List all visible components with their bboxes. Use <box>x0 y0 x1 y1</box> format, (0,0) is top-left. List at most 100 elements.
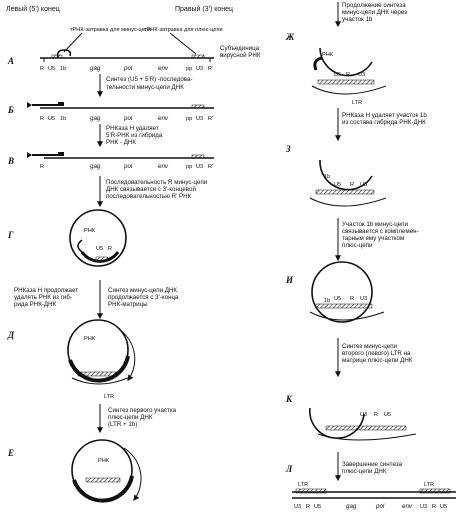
z-u3: U3 <box>360 182 367 188</box>
a-r: R <box>40 66 44 72</box>
g-r: R <box>108 246 112 252</box>
stage-letter-g: Г <box>7 230 14 240</box>
step3-line2: ДНК связывается с 3'-концевой <box>106 186 196 193</box>
step2-line1: РНКаза Н удаляет <box>106 125 159 132</box>
stage-g-ring <box>69 209 127 267</box>
stage-letter-b: Б <box>7 105 14 115</box>
stage-i-ring <box>309 261 385 323</box>
step1-line1: Синтез (U5 + 5'R) -последова- <box>106 76 193 83</box>
stage-letter-d: Д <box>7 330 15 340</box>
b-u5: U5 <box>48 116 55 122</box>
stage-b-genome <box>27 102 214 109</box>
step10-line1: Завершение синтеза <box>342 461 403 468</box>
stage-letter-l: Л <box>285 464 293 474</box>
v-rprime: R' <box>208 164 213 170</box>
step5-line3: (LTR + 1b) <box>108 421 137 428</box>
i-r: R <box>350 296 354 302</box>
v-u3: U3 <box>196 164 203 170</box>
step2-line2: 5'R-РНК из гибрида <box>106 132 163 139</box>
step7-line1: РНКаза Н удаляет участок 1b <box>342 112 427 119</box>
zh-r: R <box>346 72 350 78</box>
z-u5: U5 <box>334 182 341 188</box>
step3-line1: Последовательность R минус-цепи <box>106 179 208 186</box>
l-gag: gag <box>346 503 357 510</box>
stage-letter-a: А <box>7 56 14 66</box>
a-pol: pol <box>123 65 133 72</box>
b-pol: pol <box>123 115 133 122</box>
trna-primer-plus-label: тРНК-затравка для плюс-цепи <box>144 27 223 33</box>
stage-letter-k: К <box>285 394 293 404</box>
trna-primer-minus-label: тРНК-затравка для минус-цепи <box>70 27 151 33</box>
v-r: R <box>40 164 44 170</box>
i-u3: U3 <box>360 296 367 302</box>
zh-rnk: РНК <box>322 52 334 58</box>
subunit-label-1: Субъединица <box>220 45 260 52</box>
stage-z-ring <box>309 159 387 207</box>
step4a-line3: рида РНК-ДНК <box>14 301 57 308</box>
stage-letter-z: З <box>285 144 291 154</box>
a-u3: U3 <box>196 66 203 72</box>
b-rprime: R' <box>208 116 213 122</box>
stage-zh-ring <box>311 47 387 95</box>
stage-l-final-dna <box>292 488 456 499</box>
l-r: R <box>306 504 310 510</box>
g-u5: U5 <box>96 246 103 252</box>
k-u5: U5 <box>384 412 391 418</box>
stage-letter-i: И <box>285 275 294 285</box>
step2-line3: РНК - ДНК <box>106 139 136 146</box>
l-pol: pol <box>375 503 385 510</box>
step6-line2: минус-цепи ДНК через <box>342 9 407 16</box>
step3-line3: последовательностью R' РНК <box>106 193 192 200</box>
step5-line2: плюс-цепи ДНК <box>108 414 153 421</box>
b-u3: U3 <box>196 116 203 122</box>
step1-line2: тельности минус-цепи ДНК <box>106 84 184 91</box>
zh-u3: U3 <box>358 72 365 78</box>
step7-line2: из состава гибрида РНК-ДНК <box>342 119 426 126</box>
a-rprime: R' <box>208 66 213 72</box>
step9-line2: второго (левого) LTR на <box>342 350 411 357</box>
stage-letter-zh: Ж <box>285 32 295 42</box>
right-end-label: Правый (3') конец <box>175 5 233 13</box>
stage-letter-v: В <box>7 156 14 166</box>
step4a-line1: РНКаза Н продолжает <box>14 287 78 294</box>
left-end-label: Левый (5') конец <box>6 5 60 13</box>
zh-ltr: LTR <box>352 100 362 106</box>
z-r: R <box>350 182 354 188</box>
g-rnk: РНК <box>84 228 96 234</box>
step4b-line2: продолжается с 3'-конца <box>108 294 179 301</box>
a-gag: gag <box>90 65 101 72</box>
v-pol: pol <box>123 163 133 170</box>
v-gag: gag <box>90 163 101 170</box>
l-u5: U5 <box>314 504 321 510</box>
stage-letter-e: Е <box>7 448 14 458</box>
v-pp: pp <box>186 164 192 170</box>
d-ltr: LTR <box>104 394 114 400</box>
step9-line1: Синтез минус-цепи <box>342 343 398 350</box>
a-u5: U5 <box>48 66 55 72</box>
step4b-line1: Синтез минус-цепи ДНК <box>108 287 177 294</box>
a-pp: pp <box>186 66 192 72</box>
b-env: env <box>158 115 169 122</box>
subunit-label-2: вирусной РНК <box>220 52 261 59</box>
l-u5-right: U5 <box>440 504 447 510</box>
stage-a-genome <box>40 49 214 62</box>
e-rnk: РНК <box>98 458 110 464</box>
l-env: env <box>402 503 413 510</box>
step6-line1: Продолжение синтеза <box>342 2 406 9</box>
step10-line2: плюс-цепи ДНК <box>342 468 387 475</box>
b-pp: pp <box>186 116 192 122</box>
l-ltr-left: LTR <box>298 482 308 488</box>
step8-line1: Участок 1b минус-цепи <box>342 221 408 228</box>
stage-e-ring <box>71 439 142 503</box>
d-rnk: РНК <box>84 336 96 342</box>
l-u3-right: U3 <box>420 504 427 510</box>
v-env: env <box>158 163 169 170</box>
step5-line1: Синтез первого участка <box>108 407 177 414</box>
a-env: env <box>158 65 169 72</box>
k-r: R <box>374 412 378 418</box>
z-1b: 1b <box>324 174 330 180</box>
step9-line3: матрице плюс-цепи ДНК <box>342 357 413 364</box>
stage-k-ring <box>309 407 417 441</box>
i-u5: U5 <box>334 296 341 302</box>
step8-line4: плюс-цепи <box>342 242 373 249</box>
